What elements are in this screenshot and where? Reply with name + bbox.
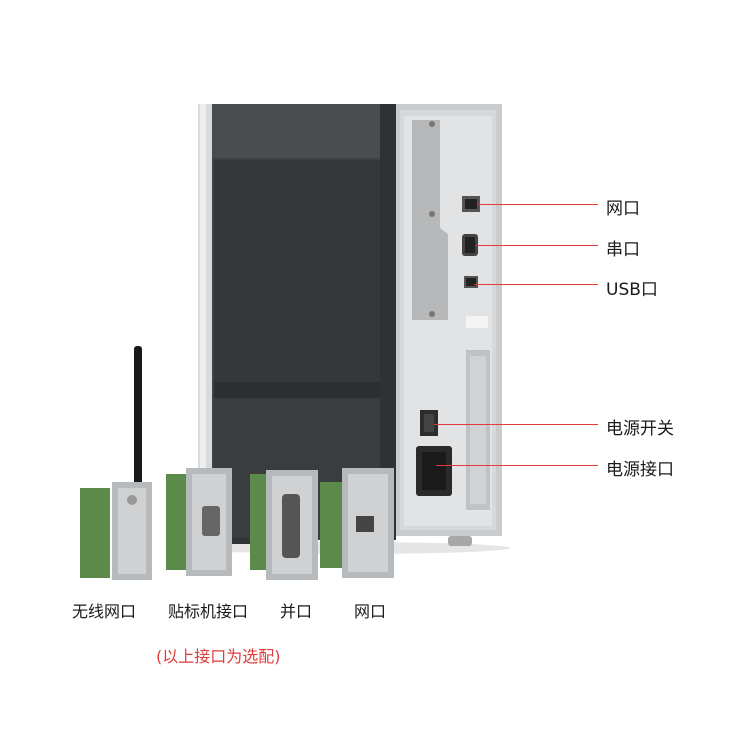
callout-label-usb: USB口 xyxy=(606,280,658,300)
module-label-parallel: 并口 xyxy=(280,602,313,621)
module-label-wireless: 无线网口 xyxy=(72,602,137,621)
optional-note: (以上接口为选配) xyxy=(156,647,281,666)
callout-label-serial: 串口 xyxy=(606,240,640,260)
callout-label-lan: 网口 xyxy=(606,199,640,219)
callout-line-power-switch xyxy=(434,424,598,425)
callout-line-usb xyxy=(474,284,598,285)
callout-line-lan xyxy=(478,204,598,205)
callout-label-power-switch: 电源开关 xyxy=(606,419,674,439)
callout-line-serial xyxy=(476,245,598,246)
module-label-labeler: 贴标机接口 xyxy=(168,602,249,621)
module-label-lan: 网口 xyxy=(354,602,387,621)
callout-label-power-socket: 电源接口 xyxy=(606,460,674,480)
callout-line-power-socket xyxy=(436,465,598,466)
